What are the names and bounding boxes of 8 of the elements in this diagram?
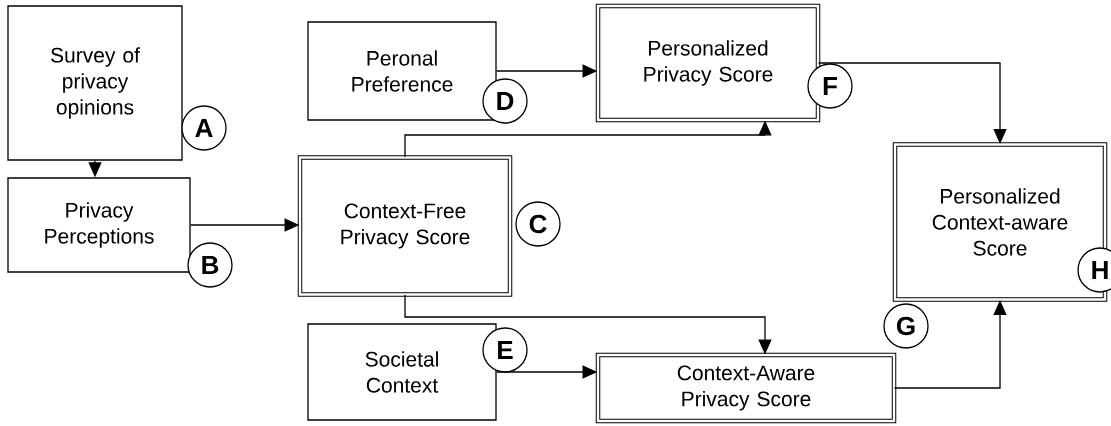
score-box: Context-Free Privacy Score — [297, 155, 513, 297]
score-box: Personalized Privacy Score — [595, 3, 821, 123]
node-label: H — [1092, 261, 1108, 279]
score-box: Context-Aware Privacy Score — [595, 352, 897, 424]
process-box: Survey of privacy opinions — [7, 5, 183, 161]
process-box: Societal Context — [307, 323, 497, 421]
process-box: Privacy Perceptions — [7, 177, 191, 273]
process-box: Peronal Preference — [307, 21, 497, 121]
